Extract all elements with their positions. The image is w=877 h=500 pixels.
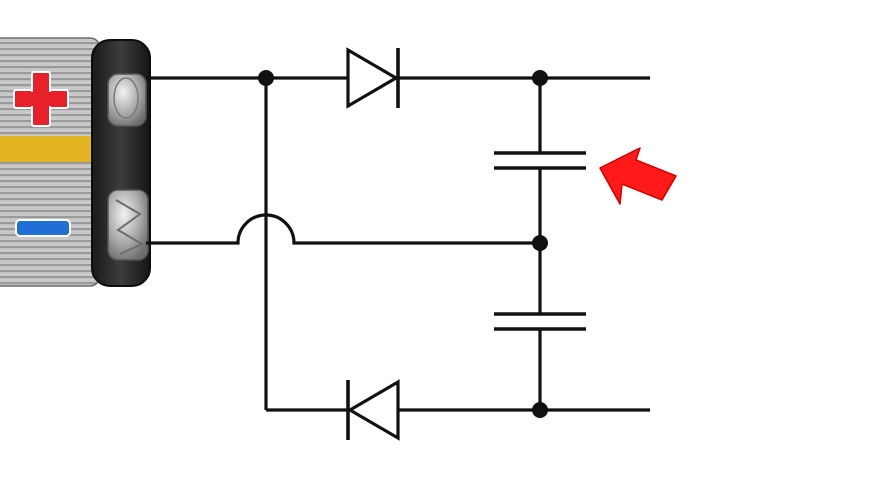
junction-dot: [532, 402, 548, 418]
plus-icon: [13, 71, 69, 127]
lower-capacitor: [494, 312, 586, 331]
positive-terminal: [107, 73, 147, 127]
lower-diode: [346, 379, 400, 441]
battery: [0, 37, 151, 287]
battery-stripe: [0, 136, 100, 162]
negative-terminal: [107, 189, 149, 261]
junctions: [258, 70, 548, 418]
red-arrow-icon: [599, 147, 677, 205]
minus-icon: [15, 219, 71, 237]
middle-wire-with-hop: [146, 213, 540, 245]
junction-dot: [532, 70, 548, 86]
upper-diode: [346, 47, 400, 109]
junction-dot: [532, 235, 548, 251]
upper-capacitor: [494, 151, 586, 170]
junction-dot: [258, 70, 274, 86]
wires: [146, 76, 650, 412]
